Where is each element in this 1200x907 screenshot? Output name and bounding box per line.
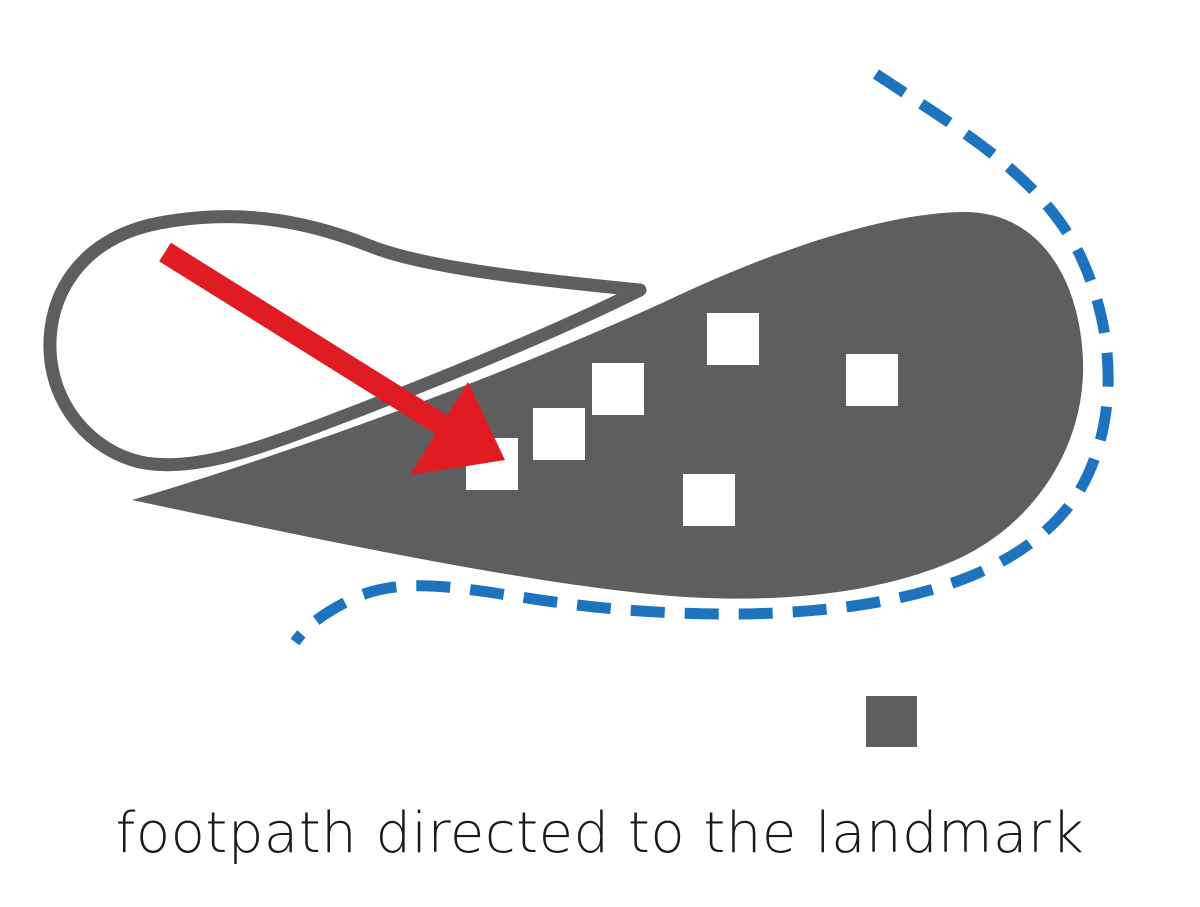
open-space-outline (43, 210, 647, 472)
diagram-caption: footpath directed to the landmark (115, 801, 1085, 866)
landmark-square-icon (866, 696, 917, 747)
dashed-footpath (290, 69, 1114, 646)
red-arrow-icon (159, 242, 505, 475)
building-square (592, 363, 644, 415)
building-square (846, 354, 898, 406)
building-square (533, 408, 585, 460)
building-square (707, 313, 759, 365)
building-square (683, 474, 735, 526)
